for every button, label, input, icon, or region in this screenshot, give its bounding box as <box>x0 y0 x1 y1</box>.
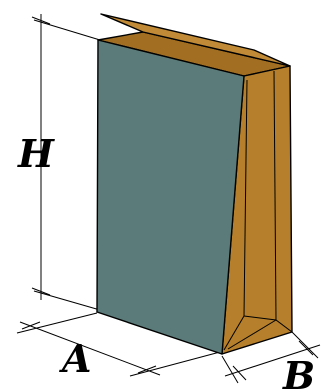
box-top-flap <box>100 13 291 67</box>
depth-dimension-line <box>224 344 321 377</box>
height-tick-top <box>31 16 51 25</box>
depth-label: B <box>282 353 315 389</box>
width-extension-right <box>129 351 221 377</box>
depth-extension-right <box>289 329 319 359</box>
height-label: H <box>17 131 55 176</box>
width-dimension-line <box>19 321 161 376</box>
side-crease-right <box>273 70 277 321</box>
height-extension-top <box>33 19 101 41</box>
width-extension-left <box>16 312 98 334</box>
depth-tick-left <box>232 365 247 381</box>
side-crease-left <box>243 79 248 317</box>
box-side-creases <box>223 70 293 351</box>
width-label: A <box>59 336 91 381</box>
width-tick-right <box>137 365 157 374</box>
height-tick-bottom <box>31 287 51 296</box>
depth-dimension <box>221 329 321 384</box>
side-bottom-diagonal-2 <box>227 319 277 350</box>
height-dimension <box>31 14 101 311</box>
height-extension-bottom <box>33 290 101 311</box>
side-bottom-diagonal <box>223 315 245 351</box>
depth-extension-left <box>221 355 239 384</box>
width-dimension <box>16 312 221 377</box>
box-front-face <box>96 39 245 355</box>
depth-tick-right <box>298 340 314 356</box>
width-tick-left <box>21 321 41 330</box>
